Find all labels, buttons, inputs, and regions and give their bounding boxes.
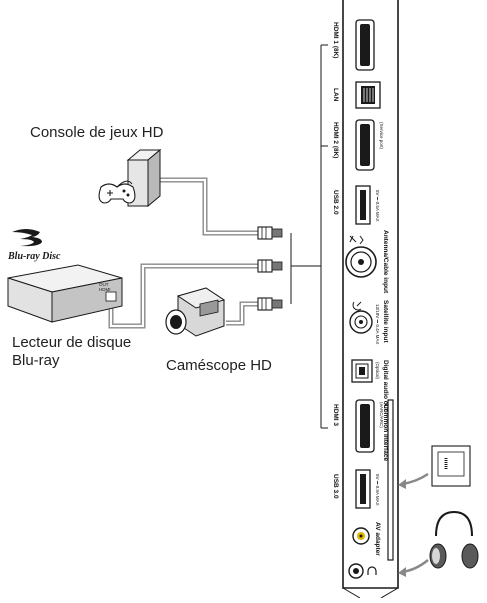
digital-audio-label: Digital audio out bbox=[382, 360, 389, 412]
hdmi1-port: HDMI 1 (8K) bbox=[332, 19, 375, 71]
usb2-label: USB 2.0 bbox=[332, 190, 339, 215]
headphone-port bbox=[348, 563, 377, 579]
optical-label: (Optical) bbox=[375, 362, 380, 380]
usb3-rating: 5V ⎓ 0.9A MAX bbox=[375, 474, 380, 506]
hdmi1-label: HDMI 1 (8K) bbox=[332, 22, 339, 58]
headphone-arrowhead-icon bbox=[398, 567, 406, 577]
headphones-icon bbox=[429, 510, 479, 569]
hdmi3-note: (eARC/ARC) bbox=[379, 402, 384, 428]
bluray-player-label-line1: Lecteur de disque bbox=[12, 334, 132, 351]
satellite-rating: 13/18V ⎓ 0.4A MAX bbox=[375, 304, 380, 344]
hdmi2-note: (Service port) bbox=[379, 122, 384, 150]
usb3-port: USB 3.0 5V ⎓ 0.9A MAX bbox=[332, 469, 380, 509]
common-interface-label: Common Interface bbox=[382, 404, 389, 461]
av-adapter-port: AV adapter bbox=[352, 522, 381, 556]
lan-label: LAN bbox=[332, 88, 339, 102]
satellite-dish-icon bbox=[352, 301, 362, 311]
ci-card-arrowhead-icon bbox=[398, 479, 406, 489]
hdmi-plug-bluray bbox=[257, 259, 283, 273]
hdmi-cables bbox=[108, 177, 258, 329]
hdmi-bracket bbox=[290, 44, 328, 429]
player-hdmi-label: HDMI bbox=[99, 287, 111, 292]
bluray-player-label-line2: Blu-ray bbox=[12, 352, 60, 369]
antenna-label: Antenna/Cable input bbox=[382, 230, 389, 294]
hdmi2-port: HDMI 2 (8K) (Service port) bbox=[332, 119, 384, 171]
usb2-port: USB 2.0 5V ⎓ 0.5A MAX bbox=[332, 185, 380, 225]
usb3-label: USB 3.0 bbox=[332, 474, 339, 499]
bluray-player: OUT HDMI bbox=[7, 264, 123, 323]
bluray-logo: Blu-ray Disc bbox=[7, 229, 61, 262]
hdmi2-label: HDMI 2 (8K) bbox=[332, 122, 339, 158]
camcorder bbox=[165, 287, 226, 337]
ci-card bbox=[431, 445, 471, 487]
hdmi-plug-console bbox=[257, 226, 283, 240]
hdmi3-label: HDMI 3 bbox=[332, 404, 339, 426]
satellite-port: Satellite input 13/18V ⎓ 0.4A MAX bbox=[349, 300, 389, 344]
camcorder-label: Caméscope HD bbox=[166, 357, 272, 374]
av-adapter-label: AV adapter bbox=[374, 522, 381, 556]
hdmi3-port: HDMI 3 (eARC/ARC) bbox=[332, 399, 384, 453]
player-out-label: OUT bbox=[99, 282, 109, 287]
bluray-disc-icon bbox=[12, 229, 42, 247]
antenna-icon bbox=[349, 235, 364, 245]
usb2-rating: 5V ⎓ 0.5A MAX bbox=[375, 190, 380, 222]
game-controller-icon bbox=[98, 180, 136, 204]
bluray-logo-text: Blu-ray Disc bbox=[7, 251, 61, 262]
optical-port: Digital audio out (Optical) bbox=[351, 359, 389, 412]
game-console bbox=[126, 148, 162, 208]
hdmi-plug-camcorder bbox=[257, 297, 283, 311]
satellite-label: Satellite input bbox=[382, 300, 389, 343]
lan-port: LAN bbox=[332, 81, 381, 109]
antenna-port: Antenna/Cable input bbox=[345, 230, 389, 294]
game-console-label: Console de jeux HD bbox=[30, 124, 164, 141]
common-interface-slot: Common Interface bbox=[382, 399, 394, 561]
headphone-icon bbox=[367, 566, 377, 575]
